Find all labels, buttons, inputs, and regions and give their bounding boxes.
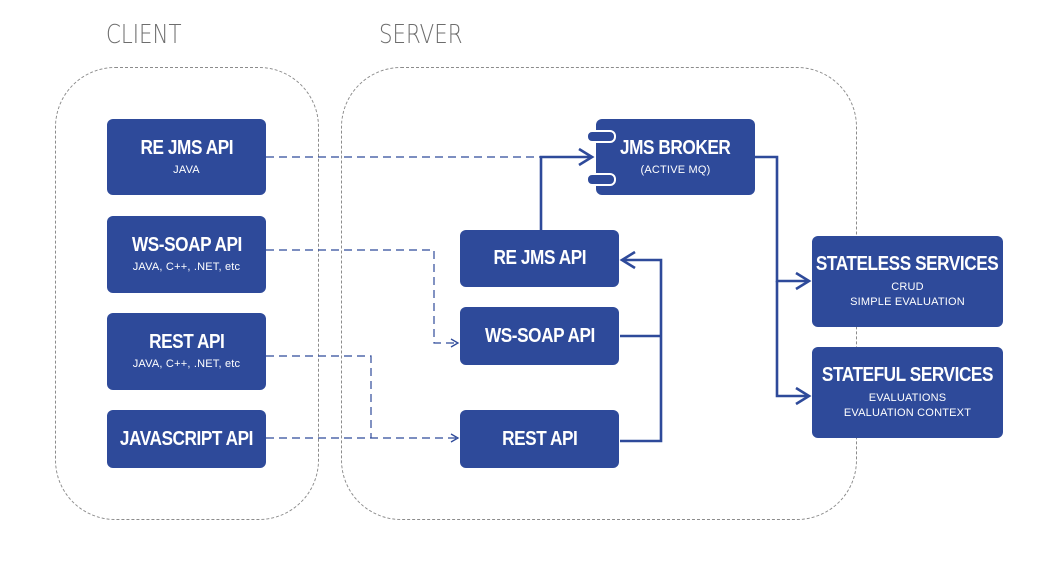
link-server-rejms-to-broker xyxy=(539,147,595,230)
client-rest-api-title: REST API xyxy=(148,331,225,353)
server-wssoap-api-title: WS-SOAP API xyxy=(484,324,595,347)
client-rest-api-subtitle: JAVA, C++, .NET, etc xyxy=(132,358,241,370)
server-section-label: SERVER xyxy=(379,20,463,50)
server-wssoap-api-box: WS-SOAP API xyxy=(460,307,619,365)
client-javascript-api-title: JAVASCRIPT API xyxy=(119,427,254,450)
link-soap-rest-to-server-rejms xyxy=(619,250,663,443)
jms-broker-title: JMS BROKER xyxy=(620,136,731,159)
client-rest-api-box: REST API JAVA, C++, .NET, etc xyxy=(107,313,266,390)
client-wssoap-api-subtitle: JAVA, C++, .NET, etc xyxy=(132,261,241,273)
client-section-label: CLIENT xyxy=(106,20,182,50)
client-javascript-api-box: JAVASCRIPT API xyxy=(107,410,266,468)
link-broker-to-stateful xyxy=(775,281,812,406)
server-rejms-api-box: RE JMS API xyxy=(460,230,619,287)
link-rest-to-server-rest xyxy=(266,355,372,438)
stateful-services-title: STATEFUL SERVICES xyxy=(821,364,994,386)
stateless-services-line-1: CRUD xyxy=(891,281,924,293)
link-wssoap-to-server-wssoap xyxy=(266,249,460,348)
broker-queue-tab-bottom xyxy=(586,173,616,186)
broker-queue-tab-top xyxy=(586,130,616,143)
jms-broker-box: JMS BROKER (ACTIVE MQ) xyxy=(596,119,755,195)
client-container xyxy=(55,67,319,520)
client-rejms-api-subtitle: JAVA xyxy=(173,163,200,176)
stateful-services-line-2: EVALUATION CONTEXT xyxy=(843,407,972,419)
link-broker-to-stateless xyxy=(755,155,812,291)
server-rest-api-box: REST API xyxy=(460,410,619,468)
client-rejms-api-box: RE JMS API JAVA xyxy=(107,119,266,195)
stateless-services-box: STATELESS SERVICES CRUD SIMPLE EVALUATIO… xyxy=(812,236,1003,327)
stateless-services-line-2: SIMPLE EVALUATION xyxy=(850,296,965,308)
server-rejms-api-title: RE JMS API xyxy=(493,247,586,269)
stateful-services-line-1: EVALUATIONS xyxy=(868,392,947,404)
stateful-services-box: STATEFUL SERVICES EVALUATIONS EVALUATION… xyxy=(812,347,1003,438)
stateless-services-title: STATELESS SERVICES xyxy=(816,253,999,275)
client-wssoap-api-title: WS-SOAP API xyxy=(131,234,242,256)
client-rejms-api-title: RE JMS API xyxy=(140,136,233,159)
server-rest-api-title: REST API xyxy=(501,427,578,450)
jms-broker-subtitle: (ACTIVE MQ) xyxy=(640,163,711,176)
client-wssoap-api-box: WS-SOAP API JAVA, C++, .NET, etc xyxy=(107,216,266,293)
